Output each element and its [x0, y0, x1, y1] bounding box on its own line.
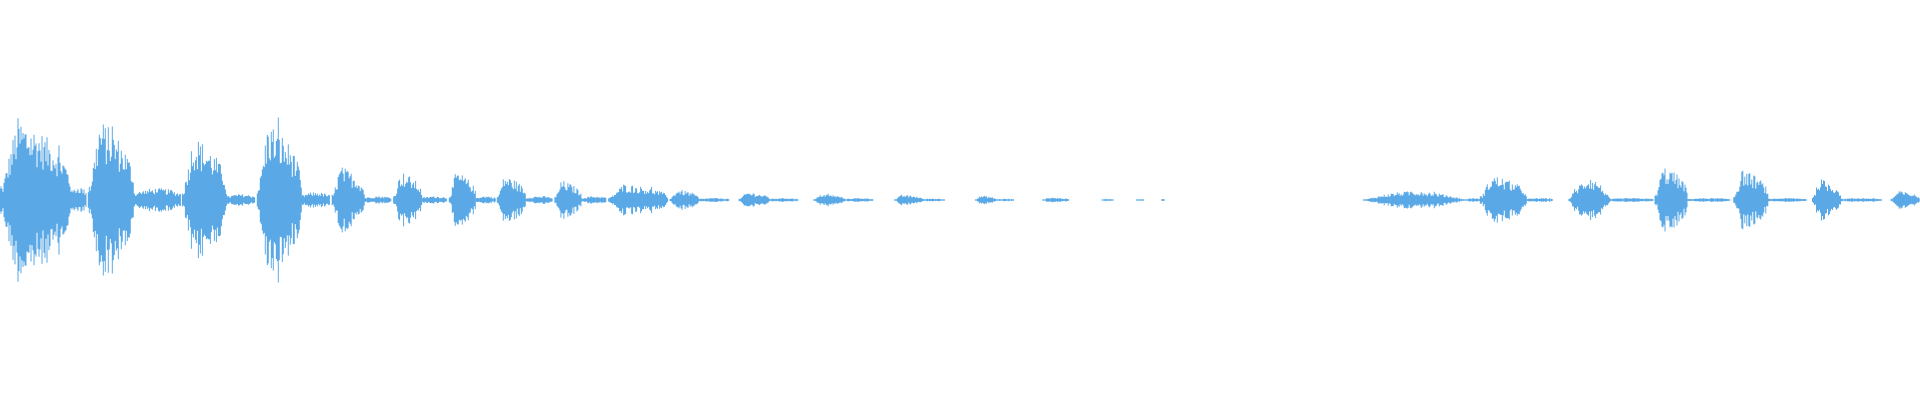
waveform-bars: [1733, 170, 1769, 230]
waveform-bars: [996, 198, 1014, 202]
waveform-segment: [769, 198, 799, 202]
waveform-bars: [1362, 191, 1467, 209]
waveform-bars: [256, 117, 302, 283]
waveform-segment: [974, 195, 997, 205]
waveform-segment: [996, 198, 1014, 202]
waveform-segment: [421, 196, 447, 204]
waveform-segment: [1840, 198, 1882, 202]
waveform-segment: [1767, 198, 1807, 202]
waveform-bars: [0, 118, 72, 282]
waveform-bars: [1654, 168, 1688, 232]
waveform-segment: [256, 117, 302, 283]
waveform-bars: [769, 198, 799, 202]
waveform-segment: [1610, 198, 1654, 202]
waveform-bars: [393, 173, 423, 227]
waveform-bars: [894, 194, 924, 206]
waveform-segment: [608, 184, 669, 216]
waveform-segment: [525, 196, 553, 204]
waveform-segment: [844, 198, 874, 202]
waveform-segment: [1042, 197, 1070, 203]
waveform-bars: [1136, 199, 1145, 201]
waveform-segment: [1812, 179, 1841, 221]
waveform-segment: [669, 190, 699, 210]
waveform-bars: [181, 141, 227, 259]
waveform-bars: [331, 167, 365, 233]
waveform-bars: [1890, 191, 1920, 209]
waveform-bars: [844, 198, 874, 202]
waveform-bars: [496, 179, 526, 221]
waveform-bars: [1610, 198, 1654, 202]
waveform-segment: [87, 124, 135, 276]
waveform-segment: [300, 192, 330, 208]
waveform-segment: [393, 173, 423, 227]
waveform-bars: [1161, 199, 1166, 201]
waveform-segment: [1733, 170, 1769, 230]
waveform-segment: [1362, 191, 1467, 209]
waveform-bars: [87, 124, 135, 276]
waveform-bars: [1840, 198, 1882, 202]
waveform-bars: [698, 198, 730, 202]
waveform-segment: [364, 196, 392, 204]
waveform-segment: [1479, 177, 1527, 223]
waveform-bars: [70, 188, 87, 212]
waveform-bars: [1812, 179, 1841, 221]
waveform-bars: [226, 194, 256, 206]
waveform-bars: [1525, 198, 1553, 202]
waveform-segment: [1101, 198, 1114, 202]
waveform-bars: [738, 193, 770, 207]
waveform-bars: [923, 198, 945, 202]
waveform-segment: [1161, 199, 1166, 201]
waveform-bars: [608, 184, 669, 216]
waveform-segment: [554, 181, 582, 219]
waveform-bars: [475, 196, 496, 204]
waveform-bars: [1687, 198, 1731, 202]
waveform-bars: [133, 188, 181, 212]
waveform-segment: [813, 193, 845, 207]
waveform-bars: [421, 196, 447, 204]
waveform-segment: [698, 198, 730, 202]
waveform-segment: [1525, 198, 1553, 202]
waveform-bars: [813, 193, 845, 207]
waveform-segment: [1136, 199, 1145, 201]
waveform-bars: [1466, 198, 1481, 202]
waveform-bars: [974, 195, 997, 205]
waveform-segment: [1568, 179, 1612, 221]
waveform-segment: [133, 188, 181, 212]
waveform-bars: [1101, 198, 1114, 202]
waveform-segment: [1890, 191, 1920, 209]
waveform-segment: [581, 196, 607, 204]
waveform-segment: [0, 118, 72, 282]
waveform-segment: [496, 179, 526, 221]
waveform-segment: [70, 188, 87, 212]
waveform-bars: [1042, 197, 1070, 203]
waveform-segment: [923, 198, 945, 202]
waveform-segment: [226, 194, 256, 206]
waveform-segment: [448, 174, 476, 226]
waveform-segment: [738, 193, 770, 207]
waveform-bars: [1568, 179, 1612, 221]
waveform-segment: [181, 141, 227, 259]
waveform-bars: [525, 196, 553, 204]
waveform-bars: [1767, 198, 1807, 202]
waveform-bars: [581, 196, 607, 204]
waveform-segment: [475, 196, 496, 204]
waveform-bars: [669, 190, 699, 210]
waveform-segment: [1654, 168, 1688, 232]
waveform-bars: [300, 192, 330, 208]
waveform-segment: [331, 167, 365, 233]
waveform-segment: [1687, 198, 1731, 202]
waveform-bars: [448, 174, 476, 226]
waveform-bars: [554, 181, 582, 219]
waveform-segment: [1466, 198, 1481, 202]
waveform-bars: [1479, 177, 1527, 223]
waveform-bars: [364, 196, 392, 204]
waveform-segment: [894, 194, 924, 206]
